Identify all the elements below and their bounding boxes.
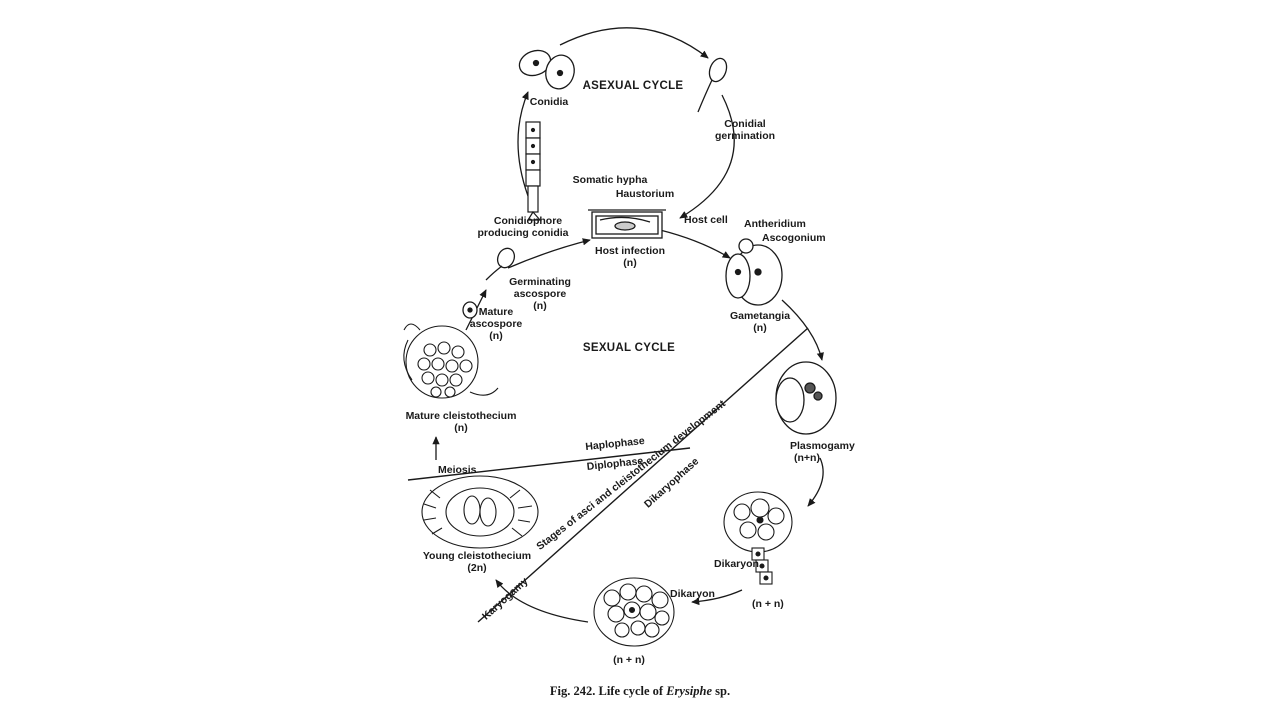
conidiophore-drawing xyxy=(525,121,542,221)
conidial-germination-drawing xyxy=(697,57,728,113)
caption-prefix: Fig. 242. Life cycle of xyxy=(549,684,667,698)
phase-division-lines xyxy=(407,327,809,623)
mature-ascospore-label-2: ascospore xyxy=(469,318,523,330)
conidiophore-label-2: producing conidia xyxy=(477,227,569,239)
figure-caption: Fig. 242. Life cycle of Erysiphe sp. xyxy=(0,684,1280,699)
plasmogamy-ploidy: (n+n) xyxy=(794,452,820,464)
young-cleistothecium-drawing xyxy=(421,475,539,549)
mature-ascospore-label-1: Mature xyxy=(478,306,514,318)
mature-ascospore-drawing xyxy=(462,301,478,319)
ploidy-nn-right: (n + n) xyxy=(752,598,784,610)
somatic-hypha-label: Somatic hypha xyxy=(572,174,648,186)
ploidy-nn-bottom: (n + n) xyxy=(613,654,645,666)
host-infection-label: Host infection xyxy=(595,245,665,257)
meiosis-label: Meiosis xyxy=(438,464,477,476)
host-cell-drawing xyxy=(588,209,666,239)
plasmogamy-label: Plasmogamy xyxy=(790,440,855,452)
plasmogamy-drawing xyxy=(775,361,837,435)
conidia-label: Conidia xyxy=(529,96,569,108)
dikaryon-upper-drawing xyxy=(723,491,793,585)
conidial-germination-label-1: Conidial xyxy=(724,118,766,130)
asexual-cycle-title: ASEXUAL CYCLE xyxy=(582,80,684,92)
germinating-ascospore-label-2: ascospore xyxy=(513,288,567,300)
asexual-cycle-arrows xyxy=(432,27,824,623)
host-infection-ploidy: (n) xyxy=(623,257,637,269)
conidia-drawing xyxy=(518,49,575,90)
conidiophore-label-1: Conidiophore xyxy=(493,215,563,227)
host-cell-label: Host cell xyxy=(684,214,728,226)
conidial-germination-label-2: germination xyxy=(714,130,776,142)
ascogonium-label: Ascogonium xyxy=(762,232,826,244)
dikaryon-label-lower: Dikaryon xyxy=(670,588,715,600)
germinating-ascospore-label-1: Germinating xyxy=(509,276,571,288)
young-cleistothecium-ploidy: (2n) xyxy=(467,562,487,574)
germinating-ascospore-ploidy: (n) xyxy=(533,300,547,312)
sexual-cycle-title: SEXUAL CYCLE xyxy=(582,342,676,354)
antheridium-label: Antheridium xyxy=(744,218,806,230)
mature-cleistothecium-drawing xyxy=(403,323,499,399)
germinating-ascospore-drawing xyxy=(485,247,516,281)
haustorium-label: Haustorium xyxy=(615,188,675,200)
dikaryon-label-upper: Dikaryon xyxy=(714,558,759,570)
mature-cleistothecium-ploidy: (n) xyxy=(454,422,468,434)
caption-suffix: sp. xyxy=(712,684,731,698)
gametangia-label: Gametangia xyxy=(729,310,791,322)
dikaryon-lower-drawing xyxy=(593,577,675,647)
caption-genus: Erysiphe xyxy=(666,684,713,698)
young-cleistothecium-label: Young cleistothecium xyxy=(422,550,532,562)
mature-ascospore-ploidy: (n) xyxy=(489,330,503,342)
gametangia-drawing xyxy=(725,238,783,306)
gametangia-ploidy: (n) xyxy=(753,322,767,334)
mature-cleistothecium-label: Mature cleistothecium xyxy=(405,410,517,422)
